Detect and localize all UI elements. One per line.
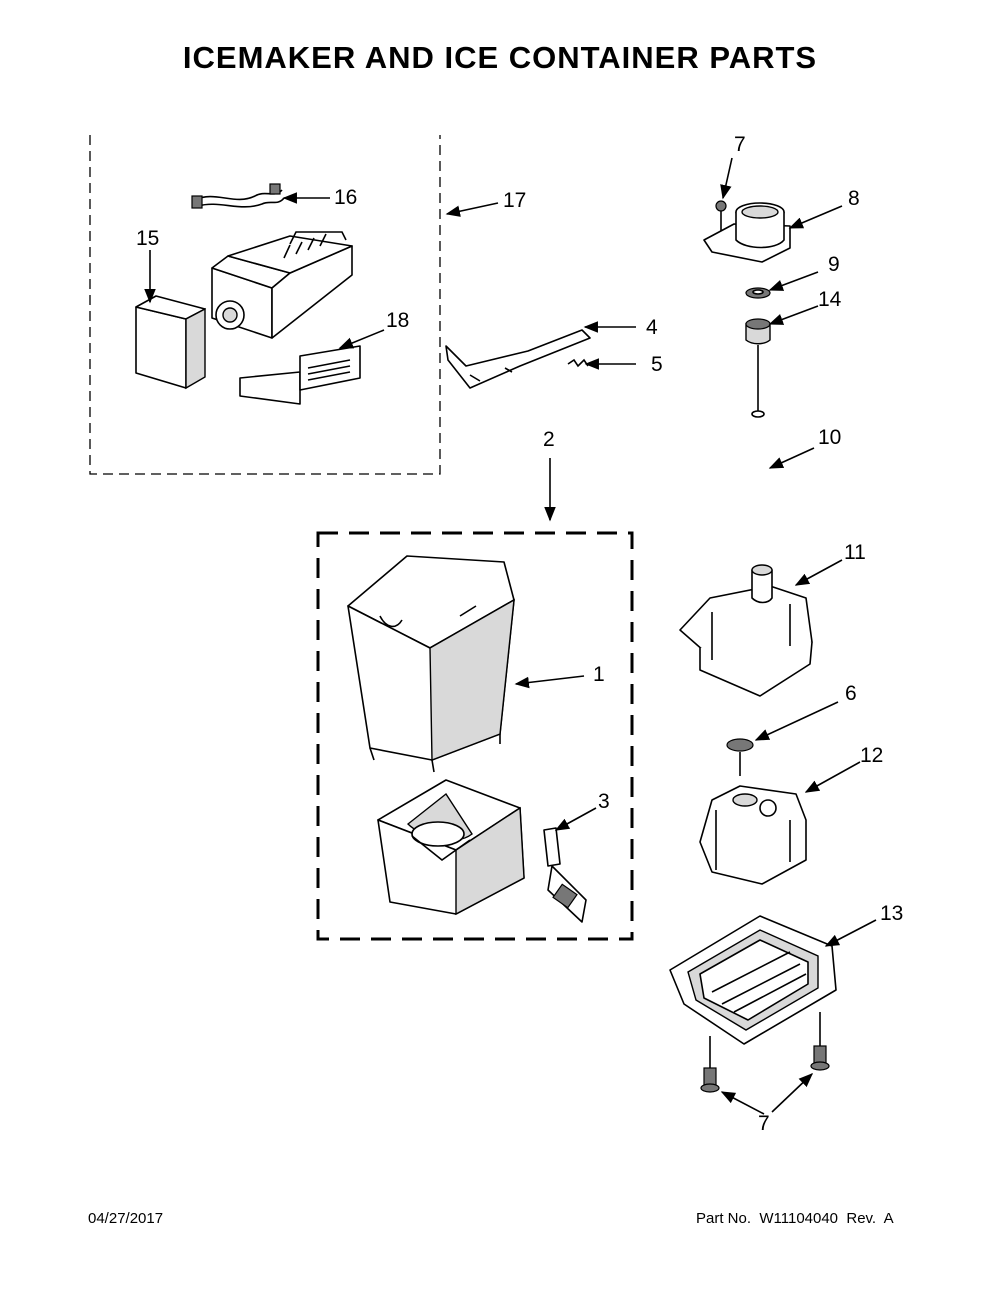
flapper-part (543, 827, 587, 923)
washer-part (745, 287, 771, 299)
callout-1: 1 (593, 663, 605, 686)
leader-lines (144, 157, 877, 1115)
disc-washer-part (726, 738, 754, 776)
ice-stripper-part (239, 345, 361, 405)
callout-11: 11 (844, 541, 866, 564)
callout-2: 2 (543, 428, 555, 451)
callout-7-top: 7 (734, 133, 746, 156)
icemaker-cover-part (135, 295, 206, 390)
auger-housing-part (703, 202, 791, 263)
callout-8: 8 (848, 187, 860, 210)
callout-7-bottom: 7 (758, 1112, 770, 1135)
icemaker-assembly-part (211, 231, 353, 339)
ice-bucket-base-part (377, 779, 525, 916)
callout-14: 14 (818, 288, 842, 311)
callout-10: 10 (818, 426, 842, 449)
ice-container-group (316, 531, 634, 941)
screw-part-bottom-left (700, 1036, 720, 1093)
callout-16: 16 (334, 186, 358, 209)
callout-3: 3 (598, 790, 610, 813)
crusher-lever-part (445, 329, 591, 389)
callout-5: 5 (651, 353, 663, 376)
callout-12: 12 (860, 744, 884, 767)
screw-part-bottom-right (810, 1012, 830, 1071)
callout-13: 13 (880, 902, 904, 925)
page-title: ICEMAKER AND ICE CONTAINER PARTS (182, 40, 818, 75)
callout-4: 4 (646, 316, 658, 339)
callout-17: 17 (503, 189, 527, 212)
callout-6: 6 (845, 682, 857, 705)
motor-housing-part (679, 564, 813, 697)
footer-part-number: Part No. W11104040 Rev. A (696, 1210, 894, 1227)
callout-18: 18 (386, 309, 410, 332)
wire-harness-part (191, 183, 285, 209)
dispenser-bezel-part (669, 915, 837, 1045)
icemaker-kit-group (89, 135, 441, 475)
spring-part (567, 358, 589, 368)
footer-date: 04/27/2017 (88, 1210, 164, 1227)
bushing-part (745, 318, 771, 345)
callout-15: 15 (136, 227, 160, 250)
gear-motor-part (699, 785, 807, 885)
ice-bin-part (347, 555, 515, 773)
callout-9: 9 (828, 253, 840, 276)
auger-shaft-part (751, 345, 765, 418)
